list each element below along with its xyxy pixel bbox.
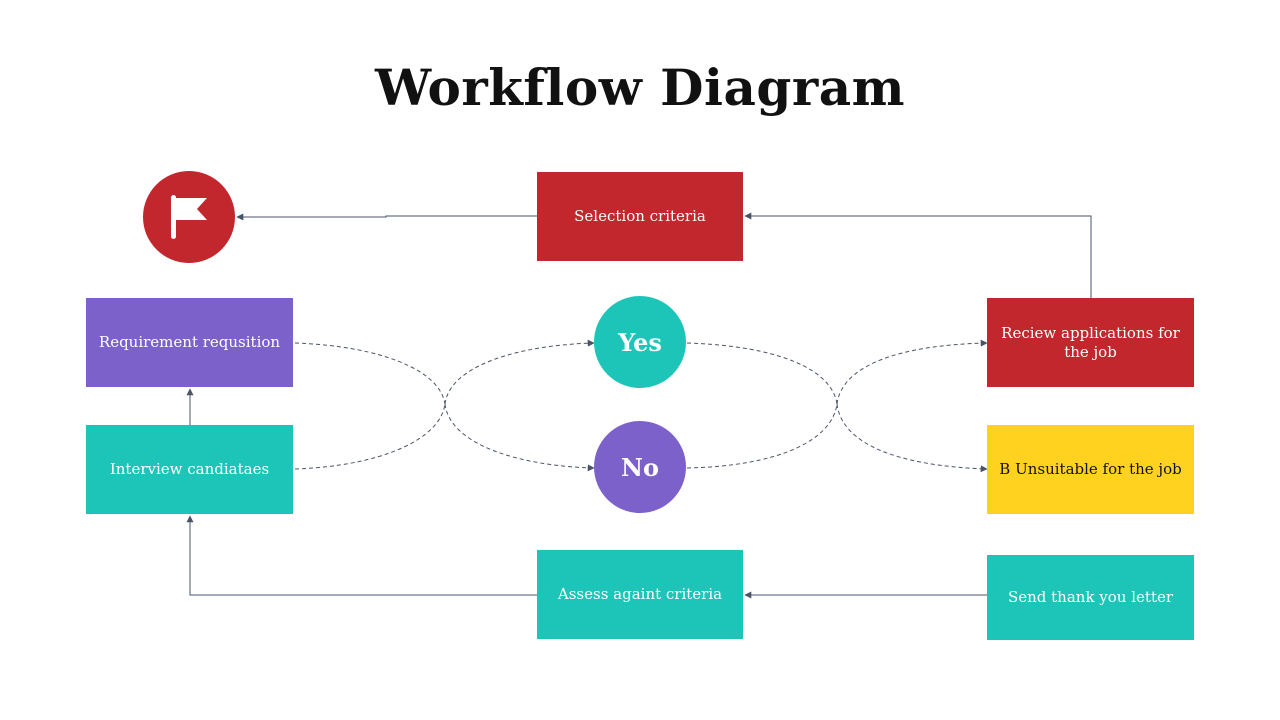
review-applications-node: Reciew applications for the job [987, 298, 1194, 387]
send-thank-you-node: Send thank you letter [987, 555, 1194, 640]
dashed-no-link [686, 403, 838, 469]
selection-criteria-label: Selection criteria [574, 207, 706, 225]
dashed-interview-link [294, 403, 446, 470]
interview-candidates-node: Interview candiataes [86, 425, 293, 514]
dashed-to-yes [444, 339, 595, 405]
arrow-review-to-selection [744, 212, 1092, 298]
yes-decision-node: Yes [594, 296, 686, 388]
yes-label: Yes [618, 327, 662, 357]
arrow-selection-to-flag [236, 213, 537, 221]
interview-candidates-label: Interview candiataes [109, 460, 270, 478]
arrow-assess-to-interview [186, 515, 537, 596]
no-decision-node: No [594, 421, 686, 513]
dashed-to-no [444, 403, 595, 472]
unsuitable-node: B Unsuitable for the job [987, 425, 1194, 514]
assess-criteria-node: Assess againt criteria [537, 550, 743, 639]
dashed-requirement-link [294, 342, 446, 405]
unsuitable-label: B Unsuitable for the job [999, 460, 1182, 478]
send-thank-you-label: Send thank you letter [1007, 588, 1174, 606]
review-applications-label: Reciew applications for the job [1001, 323, 1180, 361]
requirement-requisition-node: Requirement requsition [86, 298, 293, 387]
flag-icon [171, 195, 207, 239]
dashed-to-review [836, 339, 988, 405]
requirement-requisition-label: Requirement requsition [98, 333, 281, 351]
start-flag-node [143, 171, 235, 263]
page-title: Workflow Diagram [374, 58, 906, 117]
dashed-yes-link [686, 342, 838, 405]
assess-criteria-label: Assess againt criteria [557, 585, 723, 603]
dashed-to-unsuitable [836, 403, 988, 473]
selection-criteria-node: Selection criteria [537, 172, 743, 261]
no-label: No [621, 452, 659, 482]
